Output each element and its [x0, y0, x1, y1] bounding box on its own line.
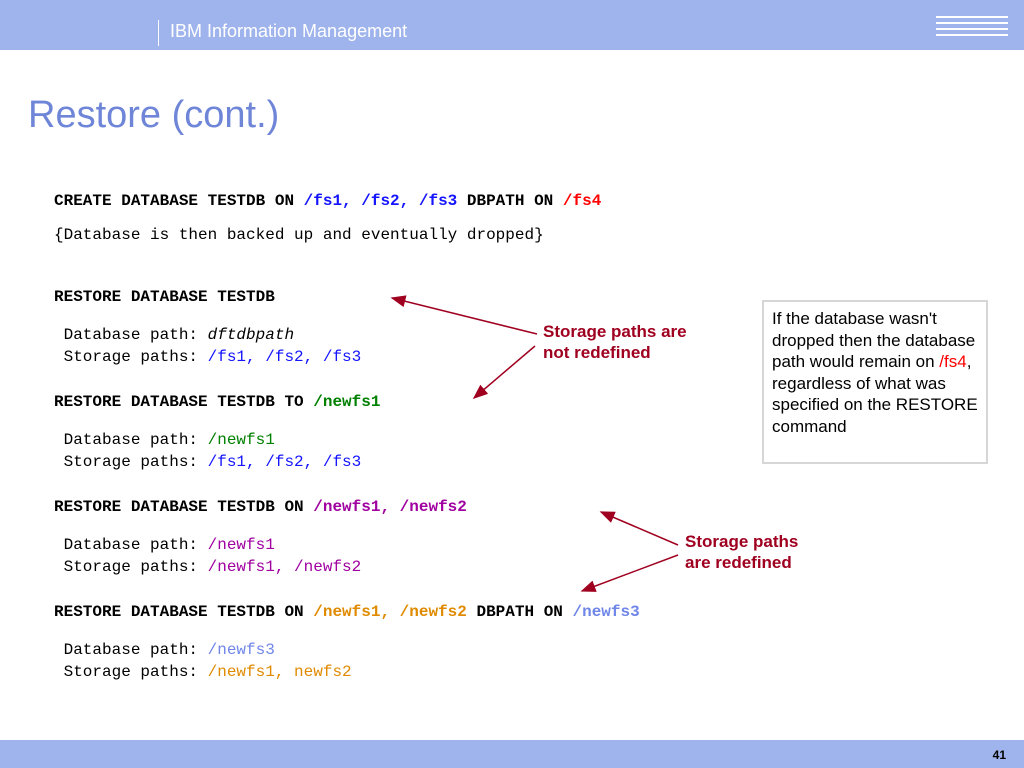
create-command: CREATE DATABASE TESTDB ON /fs1, /fs2, /f…	[54, 192, 602, 210]
restore-2-dbpath: Database path: /newfs1	[54, 431, 275, 449]
arrow-to-restore-3	[599, 511, 679, 546]
header-bar: IBM Information Management IBM	[0, 0, 1024, 50]
arrow-to-restore-1	[390, 295, 538, 335]
header-separator	[158, 20, 159, 46]
restore-3-dbpath: Database path: /newfs1	[54, 536, 275, 554]
create-note: {Database is then backed up and eventual…	[54, 226, 544, 244]
restore-4-storage: Storage paths: /newfs1, newfs2	[54, 663, 352, 681]
arrow-to-restore-2	[472, 345, 536, 399]
restore-2-storage: Storage paths: /fs1, /fs2, /fs3	[54, 453, 362, 471]
page-title: Restore (cont.)	[28, 94, 280, 136]
restore-2-command: RESTORE DATABASE TESTDB TO /newfs1	[54, 393, 381, 411]
ibm-logo: IBM	[936, 10, 1008, 42]
restore-1-command: RESTORE DATABASE TESTDB	[54, 288, 275, 306]
restore-4-command: RESTORE DATABASE TESTDB ON /newfs1, /new…	[54, 603, 640, 621]
footer-bar: 41	[0, 740, 1024, 768]
restore-1-dbpath: Database path: dftdbpath	[54, 326, 295, 344]
restore-4-dbpath: Database path: /newfs3	[54, 641, 275, 659]
header-brand: IBM Information Management	[170, 21, 408, 41]
restore-1-storage: Storage paths: /fs1, /fs2, /fs3	[54, 348, 362, 366]
restore-3-command: RESTORE DATABASE TESTDB ON /newfs1, /new…	[54, 498, 467, 516]
restore-3-storage: Storage paths: /newfs1, /newfs2	[54, 558, 362, 576]
arrow-to-restore-4	[580, 554, 679, 592]
page-number: 41	[992, 748, 1006, 762]
note-box: If the database wasn't dropped then the …	[762, 300, 988, 464]
